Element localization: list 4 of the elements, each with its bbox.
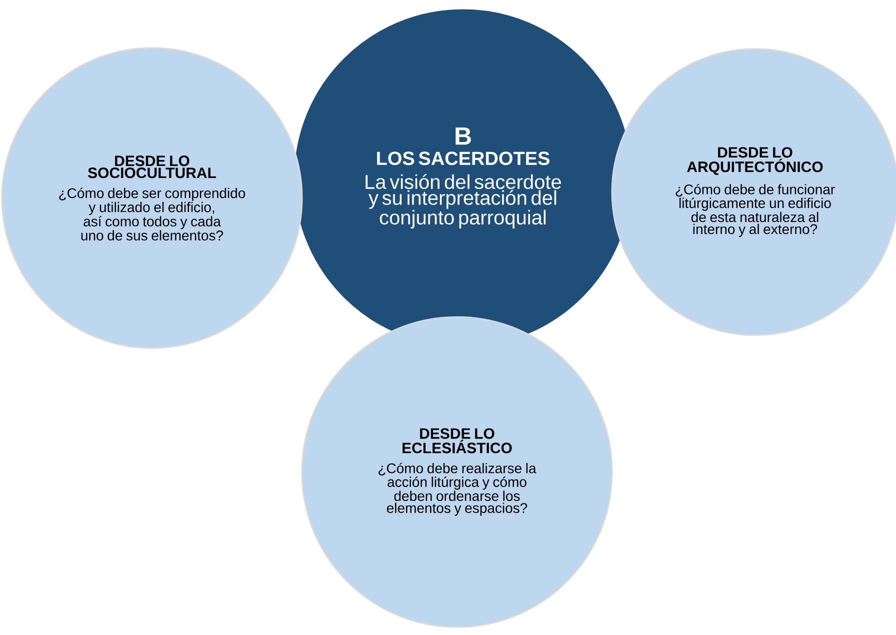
circle-node: DESDE LO ARQUITECTÓNICO ¿Cómo debe de funcionar litúrgicamente un edificio de esta naturaleza al interno y al externo?	[611, 48, 896, 336]
circle-node: B LOS SACERDOTES La visión del sacerdote y su interpretación del conjunto parroquial	[294, 9, 632, 347]
circle-node: DESDE LO SOCIOCULTURAL ¿Cómo debe ser comprendido y utilizado el edificio, así como todos y cada uno de sus elementos?	[1, 47, 303, 349]
circle-node: DESDE LO ECLESIÁSTICO ¿Cómo debe realizarse la acción litúrgica y cómo deben ordenarse los elementos y espacios?	[301, 316, 613, 628]
